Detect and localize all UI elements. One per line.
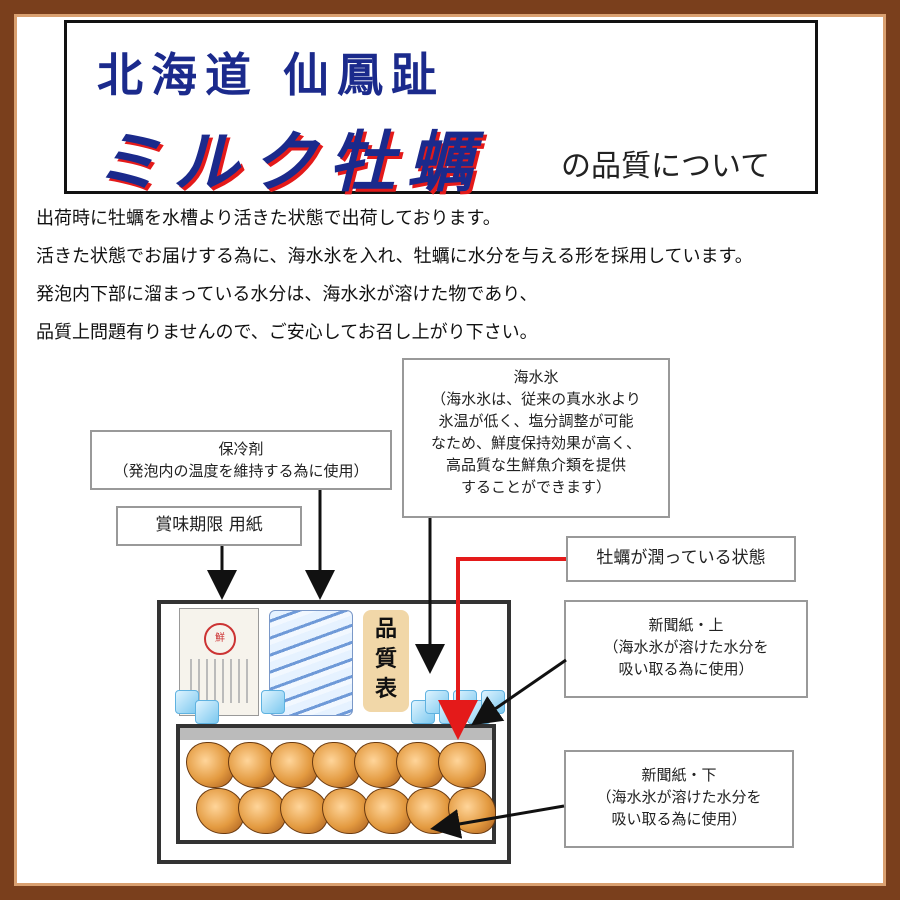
quality-label-char: 表: [374, 676, 397, 702]
oyster-icon: [196, 788, 244, 834]
label-title: 保冷剤: [218, 440, 264, 458]
oyster-tray: [176, 724, 496, 844]
oyster-icon: [238, 788, 286, 834]
title-suffix: の品質について: [561, 149, 771, 184]
intro-line: 出荷時に牡蠣を水槽より活きた状態で出荷しております。: [36, 208, 501, 229]
oyster-icon: [396, 742, 444, 788]
title-banner: 北海道 仙鳳趾 ミルク牡蠣 の品質について: [64, 20, 818, 201]
label-title: 海水氷: [513, 368, 559, 386]
label-body-line: 高品質な生鮮魚介類を提供: [445, 456, 626, 474]
oyster-icon: [354, 742, 402, 788]
oyster-icon: [448, 788, 496, 834]
ice-cube-icon: [195, 700, 219, 724]
oyster-icon: [364, 788, 412, 834]
label-body-line: （海水氷が溶けた水分を: [596, 788, 762, 806]
intro-line: 活きた状態でお届けする為に、海水氷を入れ、牡蠣に水分を与える形を採用しています。: [36, 246, 753, 267]
oyster-icon: [406, 788, 454, 834]
label-moist-oysters: 牡蠣が潤っている状態: [566, 536, 796, 582]
label-body-line: （海水氷は、従来の真水氷より: [431, 390, 641, 408]
oyster-icon: [228, 742, 276, 788]
intro-line: 発泡内下部に溜まっている水分は、海水氷が溶けた物であり、: [36, 284, 538, 305]
oyster-icon: [322, 788, 370, 834]
expiry-sheet-image: 鮮: [179, 608, 259, 716]
oyster-icon: [438, 742, 486, 788]
label-body-line: （発泡内の温度を維持する為に使用）: [113, 462, 369, 480]
label-expiry-sheet: 賞味期限 用紙: [116, 506, 302, 546]
ice-cube-icon: [261, 690, 285, 714]
label-sea-ice: 海水氷 （海水氷は、従来の真水氷より 氷温が低く、塩分調整が可能 なため、鮮度保…: [402, 358, 670, 518]
quality-label-image: 品 質 表: [363, 610, 409, 712]
label-body-line: 氷温が低く、塩分調整が可能: [438, 412, 634, 430]
quality-label-char: 品: [374, 616, 397, 642]
sheet-text-lines: [190, 659, 248, 703]
foam-cooler-box: 鮮 品 質 表: [157, 600, 511, 864]
label-body-line: （海水氷が溶けた水分を: [603, 638, 769, 656]
title-product-name: ミルク牡蠣: [95, 124, 485, 201]
label-title: 新聞紙・下: [641, 766, 717, 784]
label-ice-pack: 保冷剤 （発泡内の温度を維持する為に使用）: [90, 430, 392, 490]
oyster-icon: [186, 742, 234, 788]
quality-label-char: 質: [374, 646, 397, 672]
oyster-icon: [280, 788, 328, 834]
intro-text: 出荷時に牡蠣を水槽より活きた状態で出荷しております。 活きた状態でお届けする為に…: [36, 200, 753, 352]
label-title: 牡蠣が潤っている状態: [596, 548, 766, 568]
label-body-line: 吸い取る為に使用）: [618, 660, 754, 678]
seal-icon: 鮮: [204, 623, 236, 655]
oyster-icon: [312, 742, 360, 788]
oyster-icon: [270, 742, 318, 788]
intro-line: 品質上問題有りませんので、ご安心してお召し上がり下さい。: [36, 322, 538, 343]
label-title: 新聞紙・上: [648, 616, 724, 634]
title-region: 北海道 仙鳳趾: [97, 48, 446, 102]
newspaper-top-sheet: [180, 728, 492, 740]
label-body-line: することができます）: [460, 478, 611, 496]
label-newspaper-top: 新聞紙・上 （海水氷が溶けた水分を 吸い取る為に使用）: [564, 600, 808, 698]
label-body-line: なため、鮮度保持効果が高く、: [430, 434, 641, 452]
label-body-line: 吸い取る為に使用）: [611, 810, 747, 828]
label-title: 賞味期限 用紙: [155, 515, 263, 535]
label-newspaper-bottom: 新聞紙・下 （海水氷が溶けた水分を 吸い取る為に使用）: [564, 750, 794, 848]
ice-cube-icon: [481, 690, 505, 714]
